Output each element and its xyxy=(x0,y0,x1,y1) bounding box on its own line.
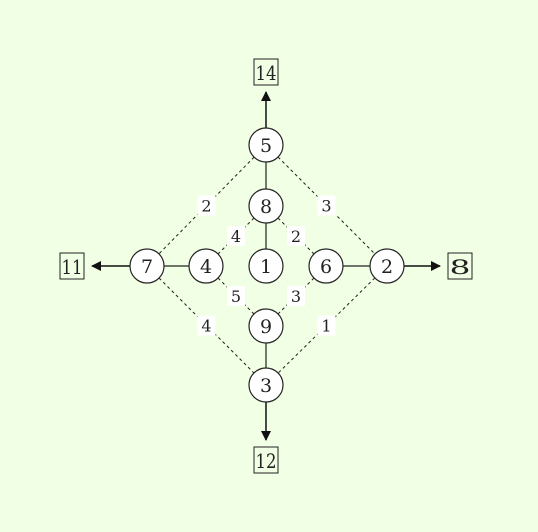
node-circle-2 xyxy=(369,248,405,284)
node-circle-9 xyxy=(248,308,284,344)
node-circle-6 xyxy=(308,248,344,284)
edge-weight-bg xyxy=(317,315,336,336)
terminal-label-11: 11 xyxy=(62,255,83,279)
node-circle-3 xyxy=(248,367,284,403)
node-label-1: 1 xyxy=(260,256,272,278)
edge-weight-bg xyxy=(287,226,305,246)
edge-weight-bg xyxy=(197,195,216,216)
node-label-3: 3 xyxy=(260,375,272,397)
node-circle-4 xyxy=(188,248,224,284)
node-circle-8 xyxy=(248,188,284,224)
edge-weight-label: 2 xyxy=(291,227,301,246)
node-circle-1 xyxy=(248,248,284,284)
terminal-label-14: 14 xyxy=(256,61,277,85)
terminal-box-11 xyxy=(59,252,85,280)
node-circle-7 xyxy=(129,248,165,284)
terminal-label-8: 8 xyxy=(450,255,471,279)
node-label-2: 2 xyxy=(381,256,393,278)
edge-weight-bg xyxy=(227,226,245,246)
edge-weight-bg xyxy=(197,315,216,336)
node-circle-5 xyxy=(248,127,284,163)
edge-weight-label: 3 xyxy=(291,287,301,306)
node-label-6: 6 xyxy=(320,256,332,278)
edge-weight-bg xyxy=(227,286,245,306)
edge-weight-label: 2 xyxy=(201,197,211,216)
node-label-4: 4 xyxy=(200,256,212,278)
terminal-box-14 xyxy=(253,58,279,86)
edge-weight-label: 4 xyxy=(231,227,241,246)
node-label-8: 8 xyxy=(260,196,272,218)
edge-weight-bg xyxy=(287,286,305,306)
edge-weight-label: 3 xyxy=(321,197,331,216)
node-label-5: 5 xyxy=(260,135,272,157)
terminal-box-8 xyxy=(447,252,473,280)
edge-weight-bg xyxy=(317,195,336,216)
edge-weight-label: 4 xyxy=(201,317,211,336)
node-label-9: 9 xyxy=(260,316,272,338)
node-label-7: 7 xyxy=(141,256,153,278)
terminal-box-12 xyxy=(253,446,279,474)
edge-weight-label: 1 xyxy=(321,317,331,336)
edge-weight-label: 5 xyxy=(231,287,241,306)
terminal-label-12: 12 xyxy=(256,449,277,473)
